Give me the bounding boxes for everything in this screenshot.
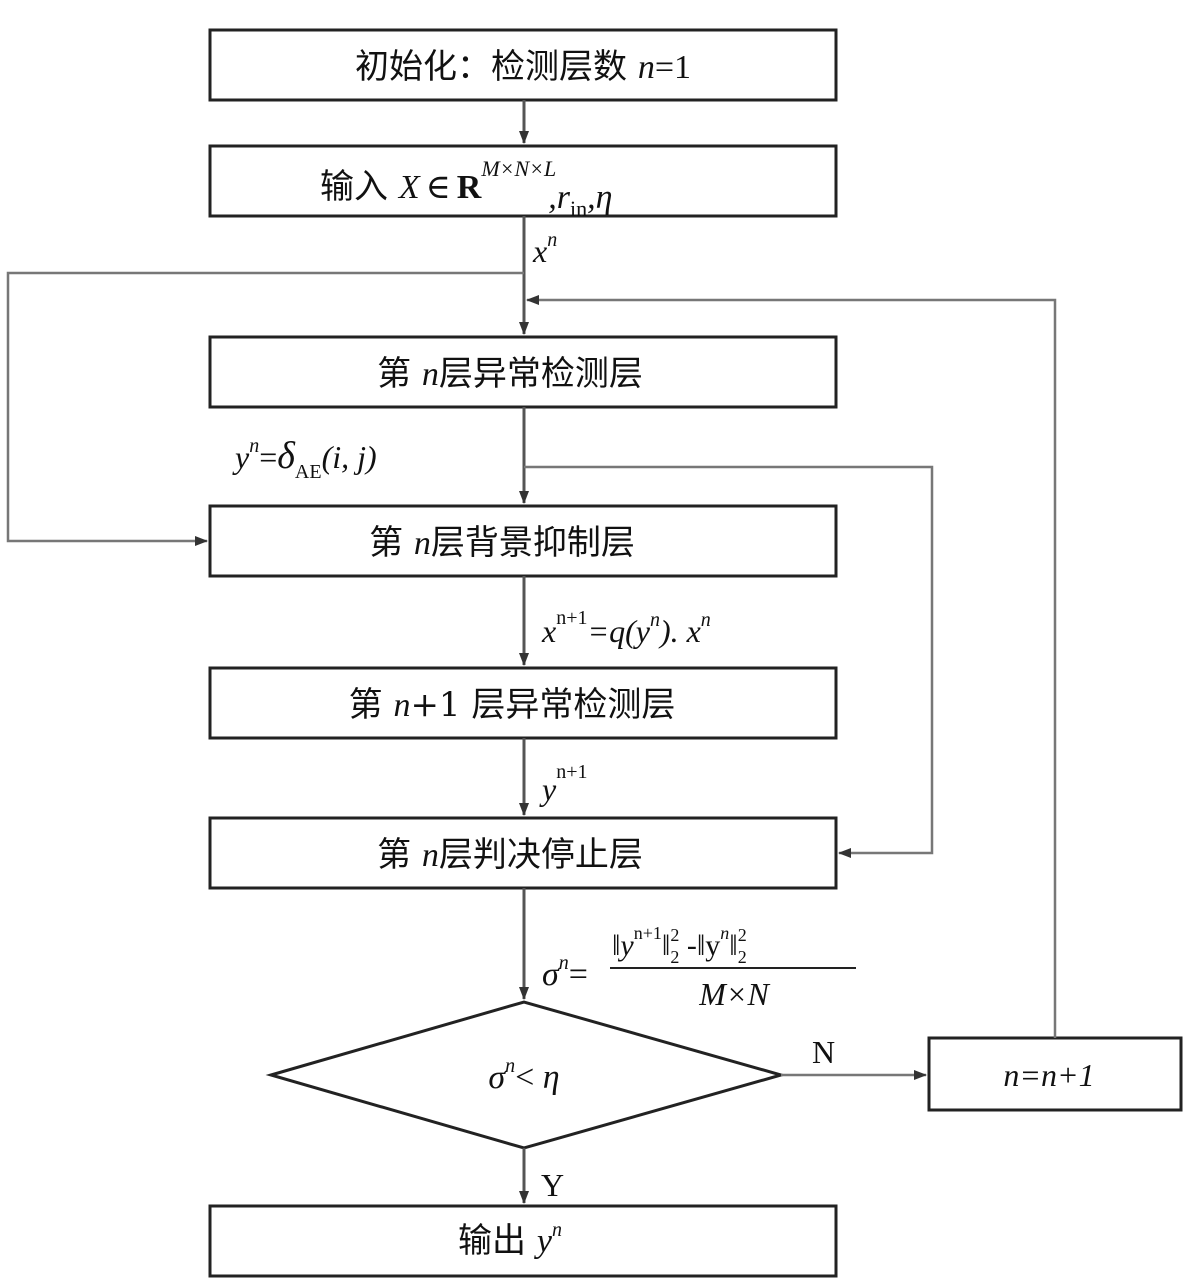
svg-text:σn=: σn= (542, 952, 588, 993)
label-xn1: xn+1=q(yn). xn (541, 607, 711, 649)
step-detect-n: 第 n层异常检测层 (208, 335, 838, 409)
svg-text:第 n层异常检测层: 第 n层异常检测层 (377, 354, 643, 394)
svg-text:M×N: M×N (698, 976, 770, 1012)
step-input: 输入 X∈RM×N×L,rin,η (208, 144, 838, 221)
svg-text:第 n层判决停止层: 第 n层判决停止层 (377, 835, 643, 875)
arrow-loop-back (526, 295, 1057, 1038)
svg-text:‖yn+1‖22 -‖yn‖22: ‖yn+1‖22 -‖yn‖22 (612, 923, 747, 967)
label-yes: Y (541, 1167, 564, 1203)
svg-text:σn< η: σn< η (488, 1055, 559, 1096)
arrow-yn-to-stop (524, 465, 934, 858)
svg-text:输出 yn: 输出 yn (458, 1219, 562, 1261)
step-stop-n: 第 n层判决停止层 (208, 816, 838, 890)
step-suppress-n: 第 n层背景抑制层 (208, 504, 838, 578)
label-yn1: yn+1 (539, 761, 587, 807)
svg-text:输入 X∈RM×N×L,rin,η: 输入 X∈RM×N×L,rin,η (320, 156, 613, 221)
svg-text:第 n+1 层异常检测层: 第 n+1 层异常检测层 (349, 685, 676, 725)
decision-diamond: σn< η (265, 1000, 787, 1150)
step-increment: n=n+1 (927, 1036, 1183, 1112)
connectors (6, 100, 1057, 1204)
label-sigma-formula: σn= ‖yn+1‖22 -‖yn‖22 M×N (542, 923, 856, 1012)
label-xn: xn (532, 229, 557, 269)
label-yn: yn=δAE(i, j) (232, 435, 377, 483)
svg-text:初始化：检测层数 n=1: 初始化：检测层数 n=1 (355, 47, 691, 87)
arrow-xn-bypass (6, 271, 524, 546)
step-detect-n-plus-1: 第 n+1 层异常检测层 (208, 666, 838, 740)
label-no: N (812, 1034, 835, 1070)
step-output: 输出 yn (208, 1204, 838, 1278)
step-init: 初始化：检测层数 n=1 (208, 28, 838, 102)
svg-text:n=n+1: n=n+1 (1003, 1057, 1094, 1093)
svg-text:第 n层背景抑制层: 第 n层背景抑制层 (369, 523, 635, 563)
